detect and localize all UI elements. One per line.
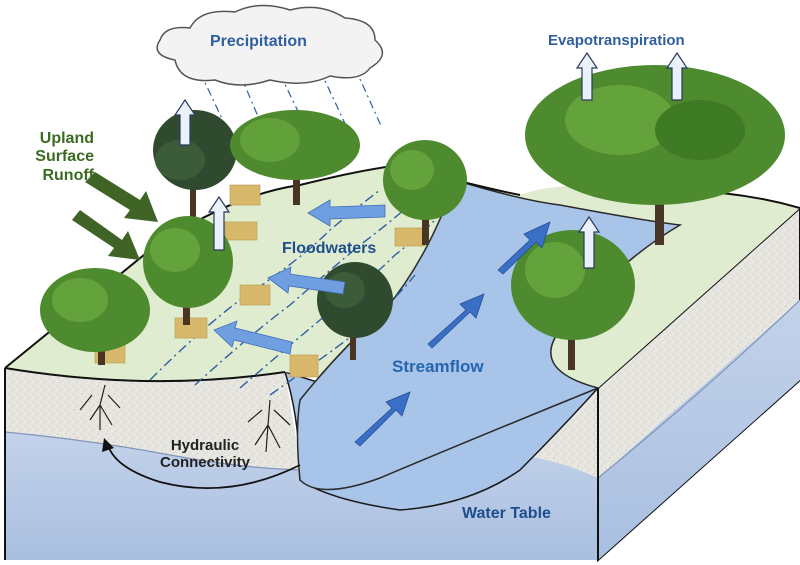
hydraulic-connectivity-arrow [107,444,301,489]
flood-arrow [213,320,293,355]
tree [230,110,360,205]
tree [511,230,635,370]
tree [153,110,237,225]
cloud [156,4,384,86]
groundwater-side-right [598,300,800,560]
upland-label-line: Upland [39,130,94,147]
evapo-arrow [575,51,599,101]
runoff-label-line: Runoff [42,166,94,184]
runoff-arrow [72,210,140,260]
tree [40,268,150,365]
hydraulic-label-line: Hydraulic [170,437,240,454]
upland-surface-runoff-label: Upland Surface Runoff [10,130,94,185]
surface-label-line: Surface [35,148,94,166]
tree-roots [79,384,291,453]
tree [143,216,233,325]
tree [383,140,467,245]
flood-arrow [307,199,386,227]
stream-arrow [497,221,551,275]
hydraulic-connectivity-label: Hydraulic Connectivity [140,437,270,472]
connectivity-label-line: Connectivity [159,454,250,472]
evapo-arrow [207,195,231,251]
stream-arrow [354,391,411,447]
evapotranspiration-label: Evapotranspiration [548,32,685,49]
upland-runoff-arrows [72,172,158,260]
floodwaters-label: Floodwaters [282,240,377,257]
evapo-arrow [577,215,601,269]
streamflow-label: Streamflow [392,357,484,376]
flood-arrow [267,266,346,295]
evapo-arrow [665,51,689,101]
floodwater-arrows [213,199,386,355]
streamflow-arrows [354,221,551,447]
water-table-label: Water Table [462,505,551,522]
stream-arrow [427,293,485,349]
trees [40,65,785,370]
evapotranspiration-arrows [173,51,689,269]
runoff-arrow [85,172,158,222]
evapo-arrow [173,98,197,146]
precipitation-label: Precipitation [210,33,307,50]
